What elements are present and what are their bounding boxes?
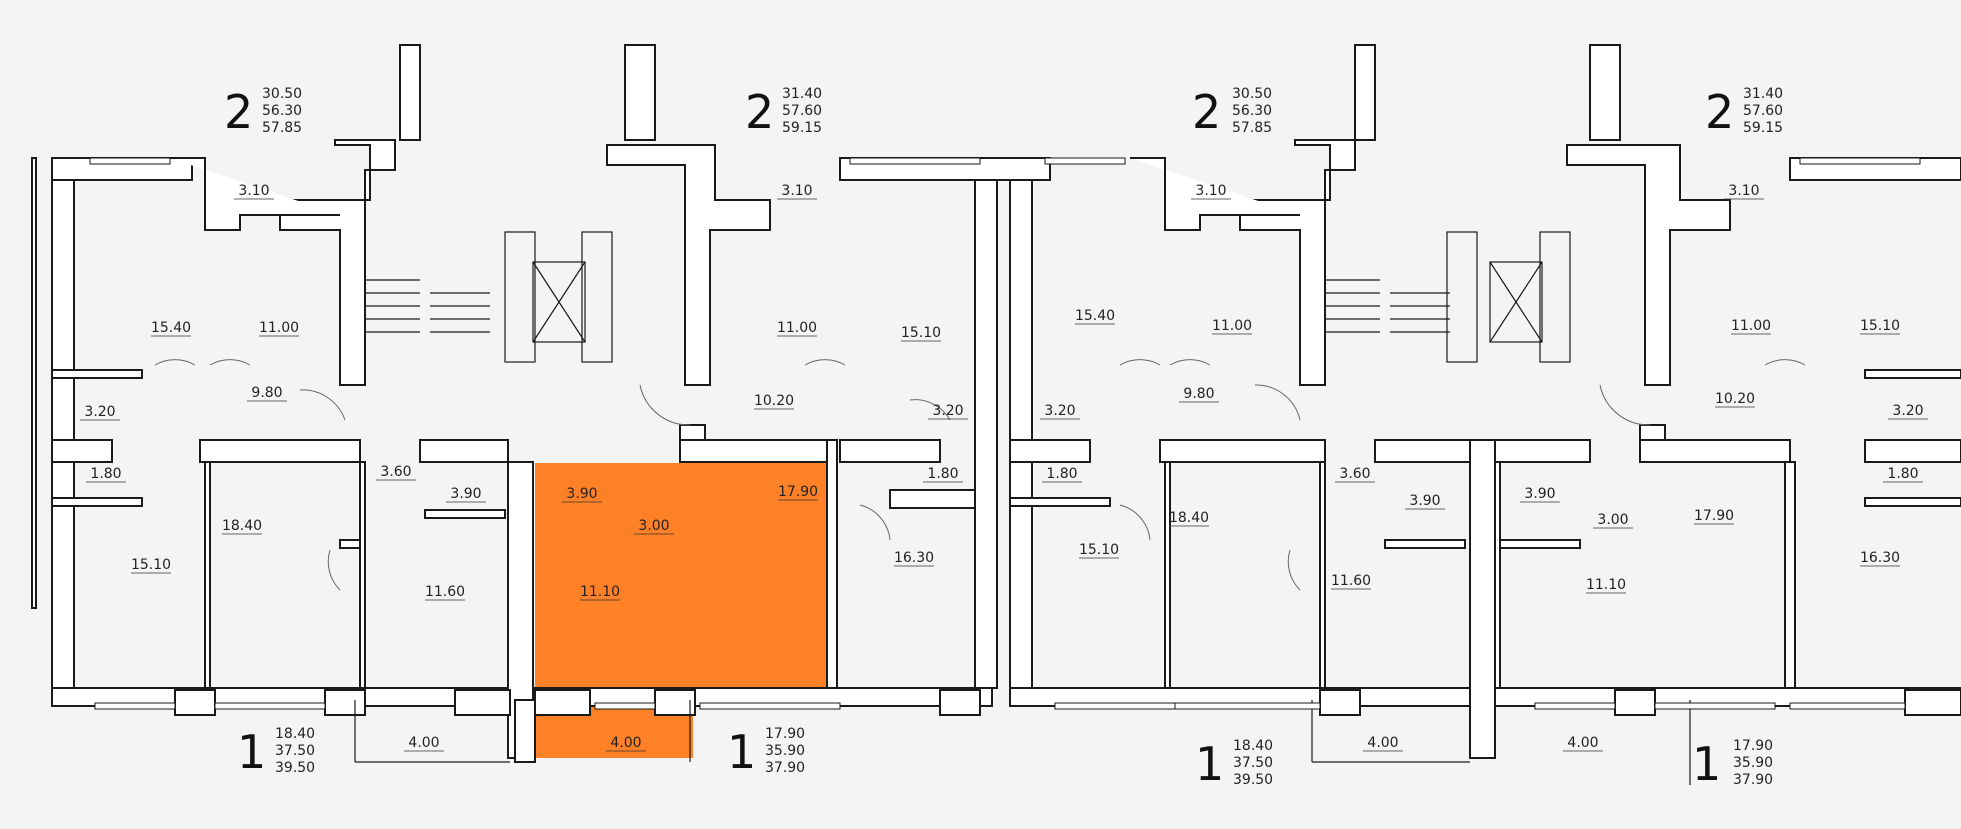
room-area-label: 15.10 xyxy=(131,557,171,573)
room-area-label: 11.10 xyxy=(1586,577,1626,593)
room-area-label: 3.60 xyxy=(1339,466,1370,482)
core-left xyxy=(279,44,771,386)
apartment-label[interactable]: 1 18.40 37.50 39.50 xyxy=(237,725,315,779)
apartment-label[interactable]: 1 17.90 35.90 37.90 xyxy=(727,725,805,779)
room-area-label: 3.00 xyxy=(1597,512,1628,528)
apartment-area-value: 56.30 xyxy=(1232,103,1272,119)
room-area-label: 3.00 xyxy=(638,518,669,534)
room-area-label: 1.80 xyxy=(1046,466,1077,482)
apartment-area-value: 56.30 xyxy=(262,103,302,119)
apartment-label[interactable]: 2 31.40 57.60 59.15 xyxy=(745,85,822,139)
room-area-label: 1.80 xyxy=(1887,466,1918,482)
door-swings xyxy=(154,359,1806,591)
room-area-label: 15.10 xyxy=(1860,318,1900,334)
apartment-area-value: 31.40 xyxy=(1743,86,1783,102)
room-area-label: 4.00 xyxy=(408,735,439,751)
room-area-label: 3.10 xyxy=(238,183,269,199)
room-area-label: 3.20 xyxy=(84,404,115,420)
room-area-label: 4.00 xyxy=(610,735,641,751)
internal-walls-right xyxy=(1009,157,1961,785)
room-area-label: 11.10 xyxy=(580,584,620,600)
apartment-area-value: 30.50 xyxy=(262,86,302,102)
room-area-label: 9.80 xyxy=(1183,386,1214,402)
apartment-label[interactable]: 2 31.40 57.60 59.15 xyxy=(1705,85,1783,139)
outer-walls xyxy=(31,157,1961,707)
apartment-area-value: 35.90 xyxy=(765,743,805,759)
room-area-label: 3.90 xyxy=(1524,486,1555,502)
room-area-label: 3.90 xyxy=(1409,493,1440,509)
apartment-area-value: 37.90 xyxy=(765,760,805,776)
room-area-label: 3.60 xyxy=(380,464,411,480)
apartment-area-value: 18.40 xyxy=(1233,738,1273,754)
apartment-area-value: 39.50 xyxy=(1233,772,1273,788)
apartment-area-value: 17.90 xyxy=(765,726,805,742)
room-area-label: 3.10 xyxy=(1728,183,1759,199)
apartment-area-value: 30.50 xyxy=(1232,86,1272,102)
apartment-area-value: 35.90 xyxy=(1733,755,1773,771)
apartment-area-value: 31.40 xyxy=(782,86,822,102)
room-area-label: 10.20 xyxy=(1715,391,1755,407)
room-area-label: 15.10 xyxy=(1079,542,1119,558)
room-area-label: 11.00 xyxy=(777,320,817,336)
apartment-area-value: 57.85 xyxy=(1232,120,1272,136)
room-area-label: 3.90 xyxy=(566,486,597,502)
apartment-area-value: 57.85 xyxy=(262,120,302,136)
apartment-room-count: 1 xyxy=(727,725,756,779)
room-area-label: 4.00 xyxy=(1567,735,1598,751)
room-area-label: 3.20 xyxy=(932,403,963,419)
core-right xyxy=(1239,44,1731,386)
apartment-room-count: 2 xyxy=(1192,85,1221,139)
room-area-label: 15.40 xyxy=(151,320,191,336)
room-area-label: 3.10 xyxy=(781,183,812,199)
room-area-label: 11.60 xyxy=(425,584,465,600)
room-area-label: 3.90 xyxy=(450,486,481,502)
room-area-label: 15.40 xyxy=(1075,308,1115,324)
apartment-area-value: 39.50 xyxy=(275,760,315,776)
apartment-area-value: 17.90 xyxy=(1733,738,1773,754)
room-area-label: 18.40 xyxy=(1169,510,1209,526)
apartment-label[interactable]: 1 18.40 37.50 39.50 xyxy=(1195,737,1273,791)
apartment-label[interactable]: 1 17.90 35.90 37.90 xyxy=(1692,737,1773,791)
windows xyxy=(89,157,1921,710)
room-area-label: 16.30 xyxy=(894,550,934,566)
apartment-room-count: 2 xyxy=(1705,85,1734,139)
room-area-label: 3.20 xyxy=(1044,403,1075,419)
room-area-label: 1.80 xyxy=(927,466,958,482)
apartment-area-value: 37.50 xyxy=(1233,755,1273,771)
room-area-label: 16.30 xyxy=(1860,550,1900,566)
apartment-area-value: 57.60 xyxy=(782,103,822,119)
apartment-labels: 2 30.50 56.30 57.85 2 31.40 57.60 59.15 … xyxy=(224,85,1783,791)
apartment-room-count: 1 xyxy=(237,725,266,779)
apartment-label[interactable]: 2 30.50 56.30 57.85 xyxy=(1192,85,1272,139)
room-area-label: 11.60 xyxy=(1331,573,1371,589)
room-area-label: 11.00 xyxy=(1731,318,1771,334)
apartment-room-count: 2 xyxy=(745,85,774,139)
room-area-label: 11.00 xyxy=(259,320,299,336)
apartment-area-value: 37.90 xyxy=(1733,772,1773,788)
room-area-label: 4.00 xyxy=(1367,735,1398,751)
room-area-label: 18.40 xyxy=(222,518,262,534)
apartment-room-count: 1 xyxy=(1195,737,1224,791)
room-area-label: 1.80 xyxy=(90,466,121,482)
room-area-label: 17.90 xyxy=(778,484,818,500)
room-area-label: 3.20 xyxy=(1892,403,1923,419)
room-area-label: 11.00 xyxy=(1212,318,1252,334)
room-area-label: 17.90 xyxy=(1694,508,1734,524)
internal-walls-left xyxy=(51,157,981,763)
apartment-label[interactable]: 2 30.50 56.30 57.85 xyxy=(224,85,302,139)
room-area-label: 10.20 xyxy=(754,393,794,409)
room-area-labels: 3.10 15.40 11.00 9.80 3.20 1.80 15.10 18.40 3.60… xyxy=(80,183,1928,752)
apartment-room-count: 2 xyxy=(224,85,253,139)
apartment-area-value: 37.50 xyxy=(275,743,315,759)
apartment-area-value: 59.15 xyxy=(1743,120,1783,136)
apartment-area-value: 59.15 xyxy=(782,120,822,136)
room-area-label: 3.10 xyxy=(1195,183,1226,199)
apartment-room-count: 1 xyxy=(1692,737,1721,791)
room-area-label: 9.80 xyxy=(251,385,282,401)
room-area-label: 15.10 xyxy=(901,325,941,341)
apartment-area-value: 18.40 xyxy=(275,726,315,742)
apartment-area-value: 57.60 xyxy=(1743,103,1783,119)
